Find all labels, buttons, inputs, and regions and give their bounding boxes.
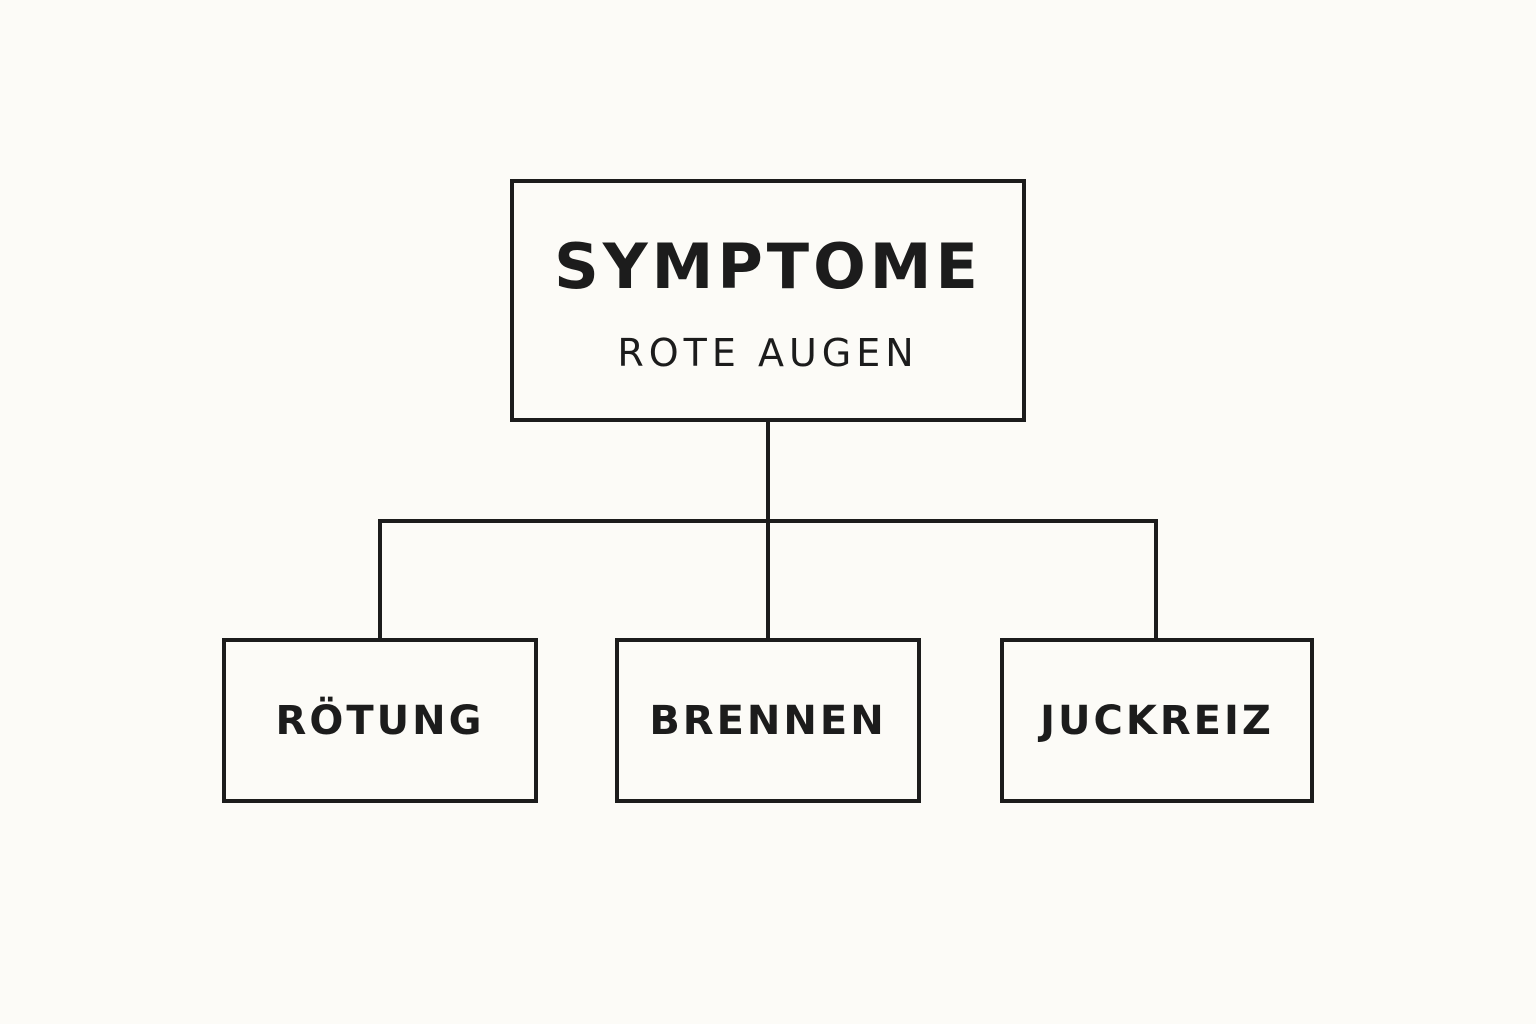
child-node-roetung: RÖTUNG <box>222 638 538 803</box>
child-node-brennen: BRENNEN <box>615 638 921 803</box>
child-node-juckreiz: JUCKREIZ <box>1000 638 1314 803</box>
root-node-title: SYMPTOME <box>554 229 982 303</box>
child-node-label: JUCKREIZ <box>1040 697 1274 744</box>
root-node: SYMPTOME ROTE AUGEN <box>510 179 1026 422</box>
root-node-subtitle: ROTE AUGEN <box>617 330 919 375</box>
child-node-label: RÖTUNG <box>275 697 485 744</box>
child-node-label: BRENNEN <box>649 697 887 744</box>
